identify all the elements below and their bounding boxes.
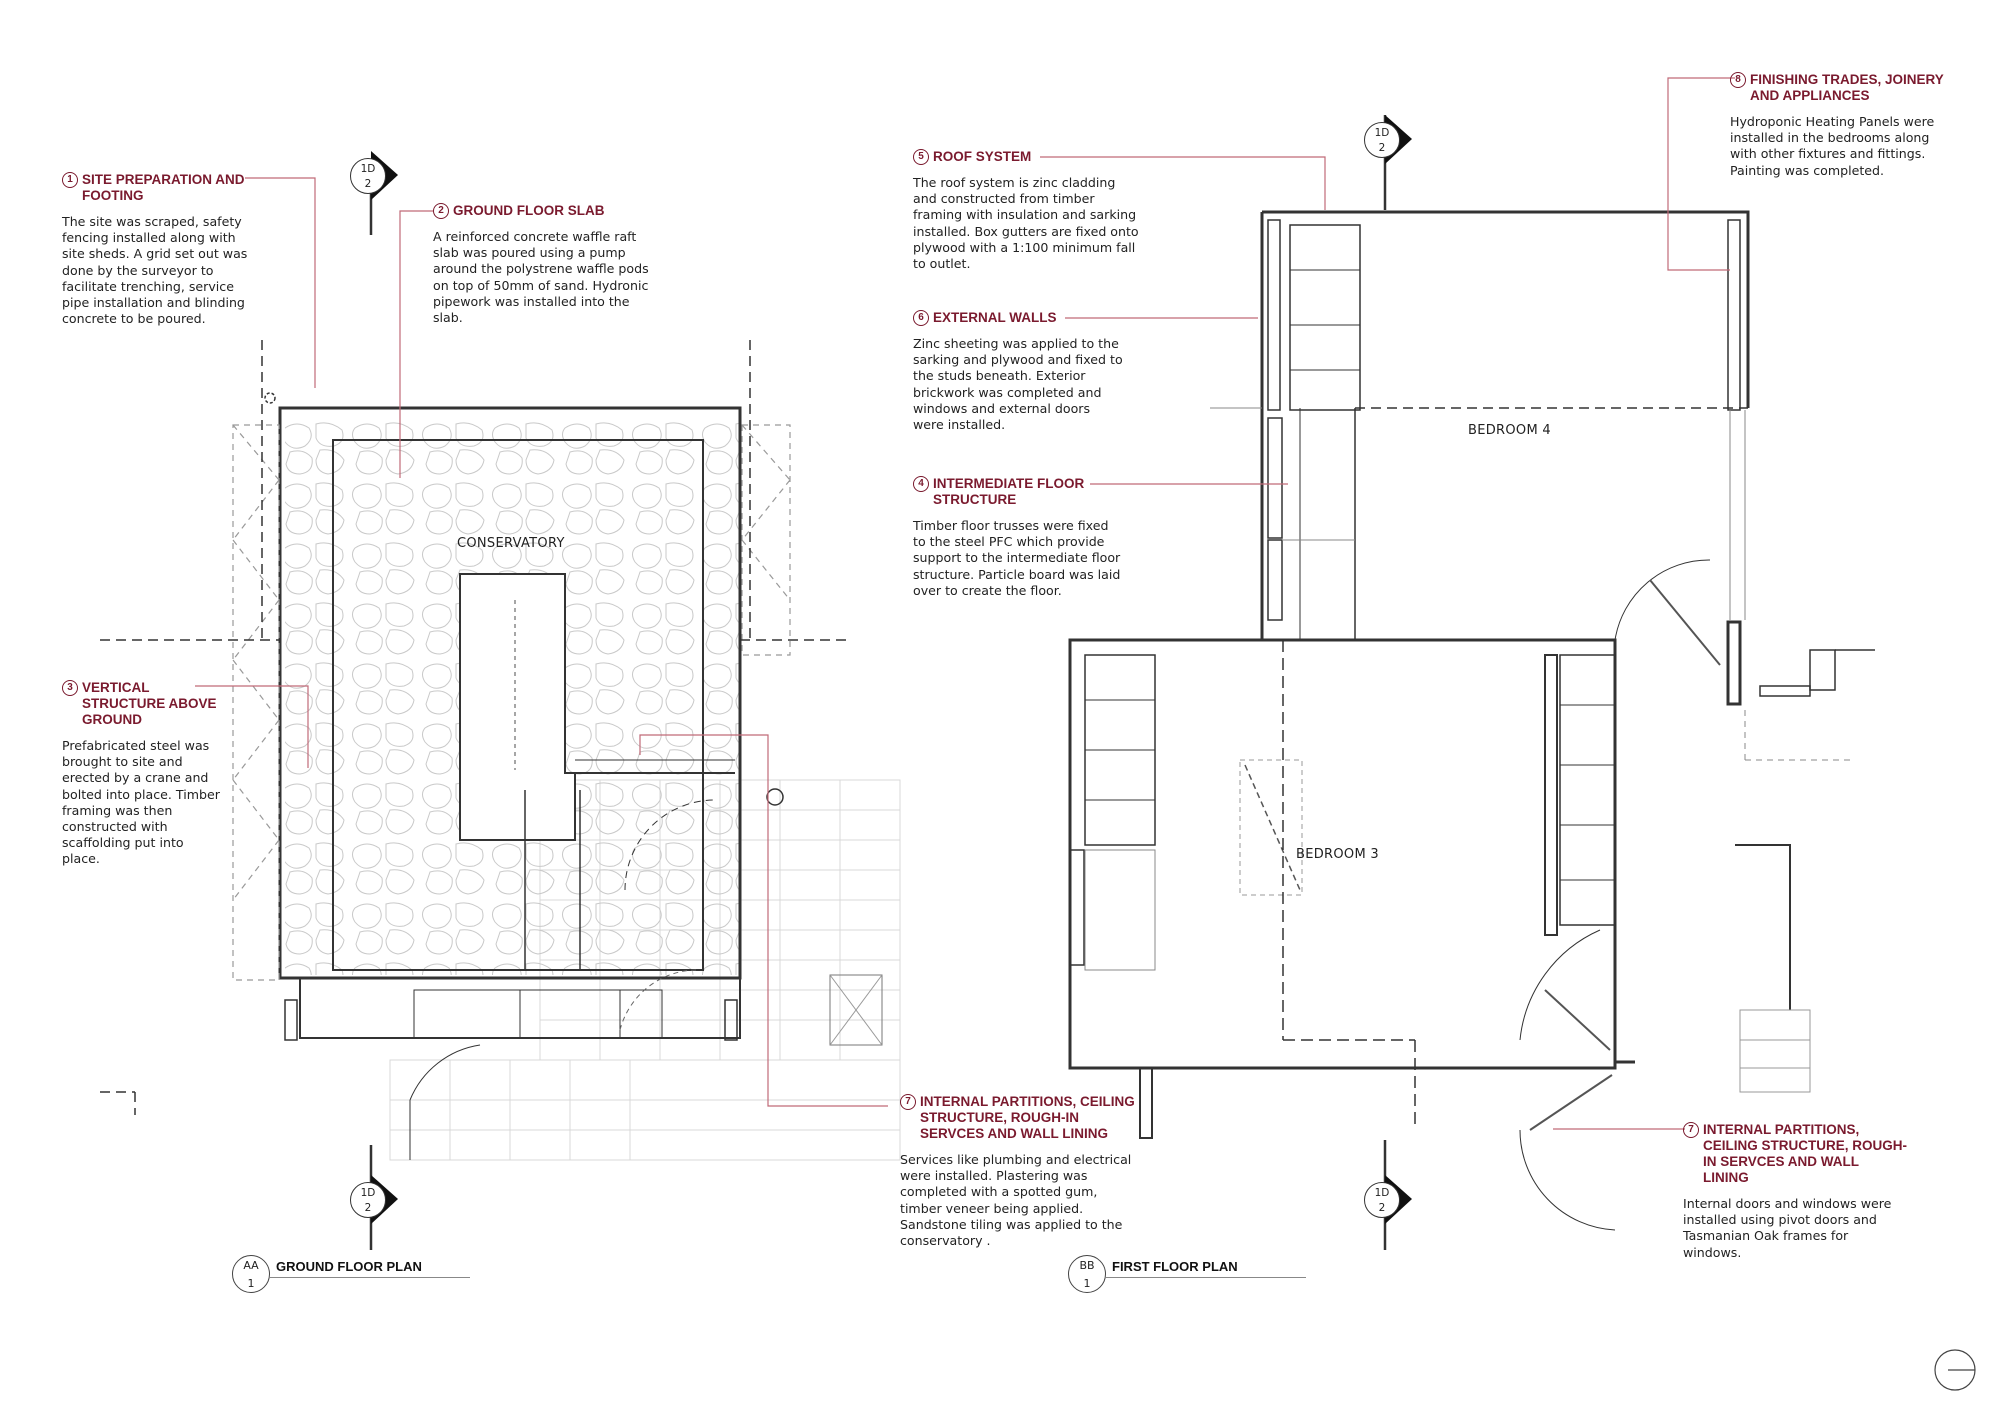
- note-external-walls: 6 EXTERNAL WALLS Zinc sheeting was applie…: [913, 310, 1123, 433]
- note-title: INTERNAL PARTITIONS, CEILING STRUCTURE, …: [920, 1094, 1135, 1141]
- note-title: FINISHING TRADES, JOINERY AND APPLIANCES: [1750, 72, 1944, 103]
- first-floor-plan: [1068, 210, 1875, 1231]
- note-number: 7: [900, 1094, 916, 1110]
- leader-lines: [195, 77, 1735, 1130]
- note-title: ROOF SYSTEM: [933, 149, 1032, 164]
- room-label-bedroom4: BEDROOM 4: [1468, 423, 1551, 438]
- note-body: Internal doors and windows were installe…: [1683, 1196, 1892, 1260]
- note-ground-floor-slab: 2 GROUND FLOOR SLAB A reinforced concrete…: [433, 203, 655, 326]
- note-body: Timber floor trusses were fixed to the s…: [913, 518, 1121, 598]
- note-title: INTERNAL PARTITIONS, CEILING STRUCTURE, …: [1703, 1122, 1907, 1185]
- view-title-ground-floor: AA 1 GROUND FLOOR PLAN: [232, 1255, 482, 1295]
- note-title: GROUND FLOOR SLAB: [453, 203, 605, 218]
- view-title-text: GROUND FLOOR PLAN: [276, 1259, 422, 1274]
- note-body: A reinforced concrete waffle raft slab w…: [433, 229, 649, 326]
- note-title: VERTICAL STRUCTURE ABOVE GROUND: [82, 680, 217, 727]
- note-body: Services like plumbing and electrical we…: [900, 1152, 1132, 1249]
- note-number: 8: [1730, 72, 1746, 88]
- note-roof-system: 5 ROOF SYSTEM The roof system is zinc cla…: [913, 149, 1143, 272]
- room-label-conservatory: CONSERVATORY: [457, 536, 565, 551]
- view-title-text: FIRST FLOOR PLAN: [1112, 1259, 1238, 1274]
- note-body: Prefabricated steel was brought to site …: [62, 738, 220, 867]
- note-body: The roof system is zinc cladding and con…: [913, 175, 1139, 272]
- note-title: INTERMEDIATE FLOOR STRUCTURE: [933, 476, 1085, 507]
- ground-floor-plan: [100, 340, 901, 1161]
- note-number: 4: [913, 476, 929, 492]
- note-number: 2: [433, 203, 449, 219]
- note-number: 5: [913, 149, 929, 165]
- view-title-first-floor: BB 1 FIRST FLOOR PLAN: [1068, 1255, 1318, 1295]
- note-body: The site was scraped, safety fencing ins…: [62, 214, 248, 327]
- note-title: EXTERNAL WALLS: [933, 310, 1057, 325]
- note-title: SITE PREPARATION AND FOOTING: [82, 172, 245, 203]
- note-number: 7: [1683, 1122, 1699, 1138]
- note-body: Zinc sheeting was applied to the sarking…: [913, 336, 1123, 433]
- note-number: 6: [913, 310, 929, 326]
- note-number: 3: [62, 680, 78, 696]
- room-label-bedroom3: BEDROOM 3: [1296, 847, 1379, 862]
- note-body: Hydroponic Heating Panels were installed…: [1730, 114, 1935, 178]
- note-number: 1: [62, 172, 78, 188]
